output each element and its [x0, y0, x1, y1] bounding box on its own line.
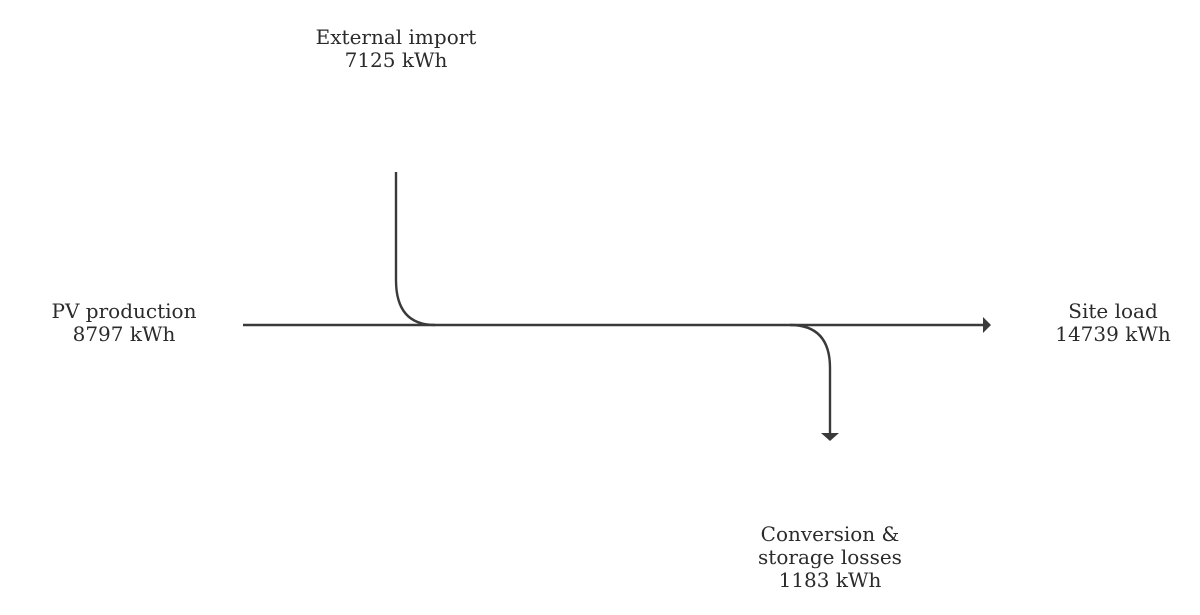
site-load-arrowhead — [983, 317, 991, 333]
import-flow-line — [394, 172, 436, 327]
external-import-name: External import — [315, 25, 477, 49]
site-load-value: 14739 kWh — [1055, 322, 1171, 346]
external-import-label: External import 7125 kWh — [296, 26, 496, 72]
site-load-name: Site load — [1068, 299, 1158, 323]
losses-value: 1183 kWh — [778, 568, 882, 592]
losses-name-line1: Conversion & — [760, 522, 900, 546]
pv-production-value: 8797 kWh — [72, 322, 176, 346]
losses-name-line2: storage losses — [758, 545, 902, 569]
external-import-value: 7125 kWh — [344, 48, 448, 72]
pv-production-name: PV production — [51, 299, 197, 323]
site-load-label: Site load 14739 kWh — [1033, 300, 1193, 346]
pv-production-label: PV production 8797 kWh — [26, 300, 222, 346]
losses-flow-line — [789, 323, 832, 434]
losses-label: Conversion & storage losses 1183 kWh — [725, 523, 935, 592]
losses-arrowhead — [821, 433, 839, 441]
